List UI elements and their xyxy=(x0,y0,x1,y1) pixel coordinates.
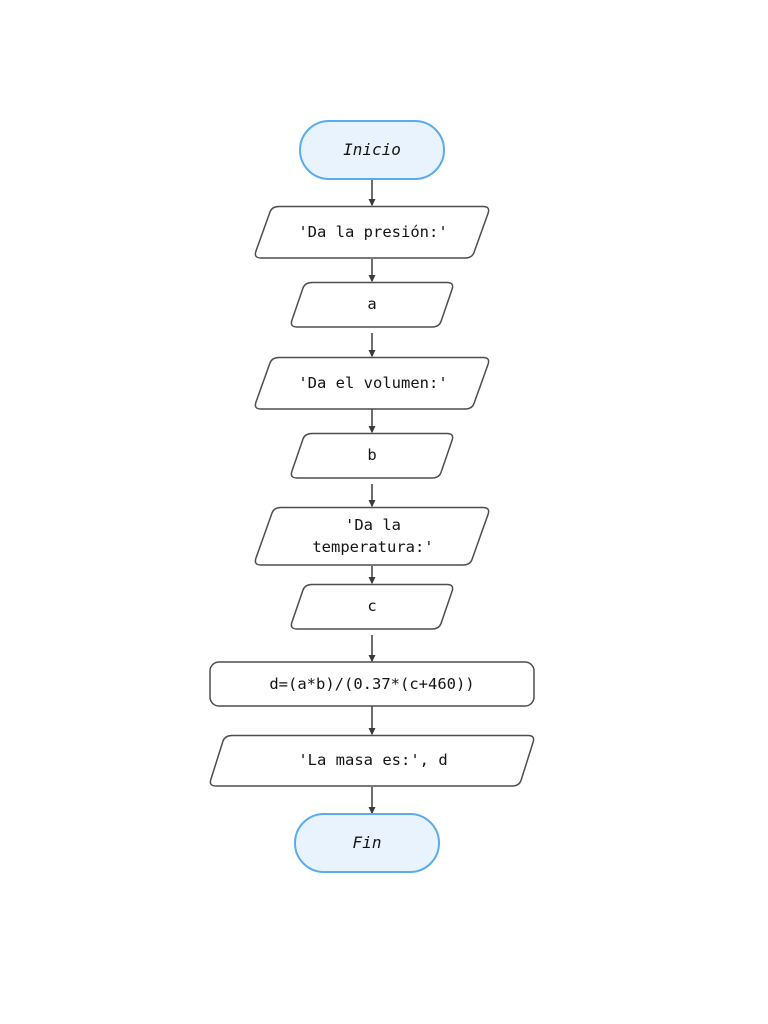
node-output-volumen-shape[interactable] xyxy=(254,356,490,410)
node-output-masa[interactable] xyxy=(208,735,537,787)
node-inicio[interactable] xyxy=(300,121,444,179)
node-output-presion-shape[interactable] xyxy=(254,205,490,259)
node-input-b-shape[interactable] xyxy=(290,432,454,479)
node-output-masa-shape[interactable] xyxy=(209,734,535,787)
node-input-c[interactable] xyxy=(289,584,455,630)
node-output-temperatura[interactable] xyxy=(253,507,491,566)
node-output-presion[interactable] xyxy=(253,206,491,259)
node-output-temperatura-shape[interactable] xyxy=(254,506,490,566)
node-process-d-shape[interactable] xyxy=(209,661,535,707)
node-process-d[interactable] xyxy=(210,662,534,706)
node-input-a[interactable] xyxy=(289,282,455,328)
node-fin[interactable] xyxy=(295,814,439,872)
node-input-c-shape[interactable] xyxy=(290,583,454,630)
node-output-volumen[interactable] xyxy=(253,357,491,410)
node-inicio-shape[interactable] xyxy=(299,120,445,180)
node-input-a-shape[interactable] xyxy=(290,281,454,328)
node-fin-shape[interactable] xyxy=(294,813,440,873)
node-input-b[interactable] xyxy=(289,433,455,479)
